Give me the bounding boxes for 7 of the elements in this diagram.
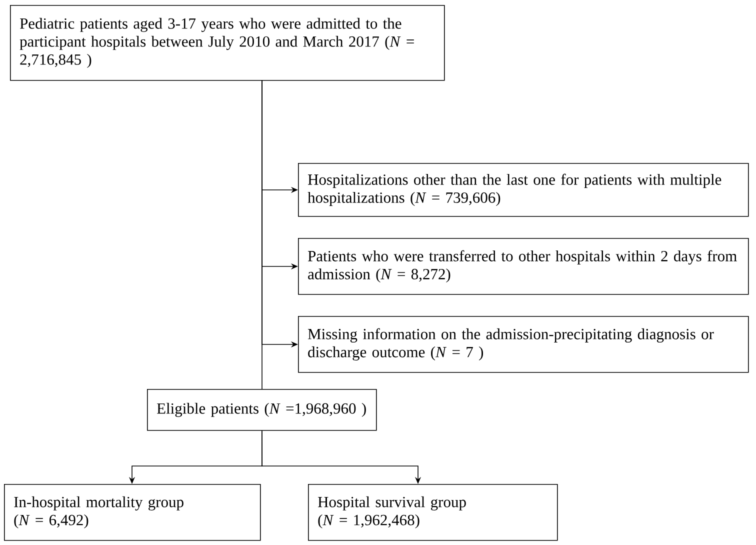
flow-box: Pediatric patients aged 3-17 years who were admitted to the participant hospitals between July 2010 and March 2017 (N = 2,716,845 ) [10,5,445,81]
flow-box: Missing information on the admission-precipitating diagnosis or discharge outcome (N = 7 ) [298,316,749,373]
flow-box: In-hospital mortality group (N = 6,492) [4,484,261,541]
flow-box: Patients who were transferred to other hospitals within 2 days from admission (N = 8,272) [298,238,749,295]
flow-box: Hospitalizations other than the last one for patients with multiple hospitalizations (N = 739,606) [298,163,749,217]
flow-box: Eligible patients (N =1,968,960 ) [147,389,377,431]
flow-box: Hospital survival group (N = 1,962,468) [308,484,558,541]
